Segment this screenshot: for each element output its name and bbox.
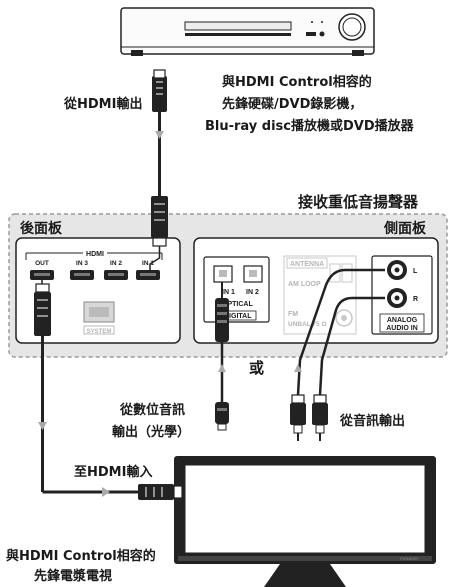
- optical-in1-label: IN 1: [222, 289, 235, 296]
- antenna-label: ANTENNA: [290, 261, 324, 268]
- system-label: SYSTEM: [87, 329, 112, 335]
- hdmi-in-label: 至HDMI輸入: [74, 464, 152, 480]
- port-label-in1: IN 1: [142, 260, 154, 267]
- or-label: 或: [249, 359, 264, 377]
- optical-in2-label: IN 2: [246, 289, 259, 296]
- digital-out-label-line1: 從數位音訊: [119, 402, 185, 418]
- receiver-title: 接收重低音揚聲器: [298, 193, 419, 211]
- side-panel-title: 側面板: [383, 220, 427, 237]
- am-loop-label: AM LOOP: [288, 281, 321, 288]
- dvd-player-icon: [120, 7, 375, 56]
- audio-out-label: 從音訊輸出: [339, 413, 405, 429]
- analog-line1-label: ANALOG: [387, 317, 418, 324]
- hdmi-plug-tv: [102, 484, 183, 500]
- fm-label: FM: [288, 311, 298, 318]
- digital-label: DIGITAL: [224, 313, 252, 320]
- analog-line2-label: AUDIO IN: [386, 325, 418, 332]
- tv-label-line1: 與HDMI Control相容的: [6, 548, 156, 564]
- rca-cable: [296, 268, 385, 396]
- up-arrow-icon: [218, 364, 226, 372]
- rca-plug-icons: [290, 364, 328, 441]
- right-arrow-icon: [102, 487, 110, 497]
- tv-label-line2: 先鋒電漿電視: [34, 568, 112, 584]
- port-label-out: OUT: [35, 260, 49, 267]
- hdmi-plug-in1: [149, 196, 168, 270]
- side-panel: IN 1 IN 2 OPTICAL DIGITAL ANTENNA AM LOO…: [193, 237, 439, 344]
- down-arrow-icon: [155, 131, 164, 139]
- hdmi-header-label: HDMI: [86, 251, 104, 258]
- analog-r-label: R: [413, 296, 418, 303]
- recorder-label-line2: 先鋒硬碟/DVD錄影機，: [222, 96, 362, 112]
- optical-cable: [215, 282, 229, 431]
- hdmi-out-label: 從HDMI輸出: [63, 96, 142, 112]
- hdmi-cable-top: [152, 69, 167, 196]
- analog-l-label: L: [413, 268, 418, 275]
- port-label-in3: IN 3: [76, 260, 88, 267]
- port-label-in2: IN 2: [110, 260, 122, 267]
- fm-unbal-label: UNBAL 75 Ω: [288, 321, 327, 328]
- tv-brand-label: PIONEER: [400, 556, 418, 561]
- optical-label: OPTICAL: [222, 301, 253, 308]
- digital-out-label-line2: 輸出（光學）: [112, 424, 190, 440]
- system-port-icon: SYSTEM: [83, 301, 115, 335]
- plasma-tv-icon: PIONEER: [174, 456, 436, 587]
- rear-panel-title: 後面板: [20, 220, 63, 237]
- rear-panel: HDMI OUT IN 3 IN 2 IN 1 SYSTEM: [15, 237, 181, 344]
- recorder-label-line3: Blu-ray disc播放機或DVD播放器: [205, 118, 415, 134]
- hdmi-plug-out: [34, 280, 138, 494]
- down-arrow-icon: [38, 422, 47, 430]
- up-arrow-icon: [294, 364, 302, 372]
- recorder-label-line1: 與HDMI Control相容的: [222, 74, 372, 90]
